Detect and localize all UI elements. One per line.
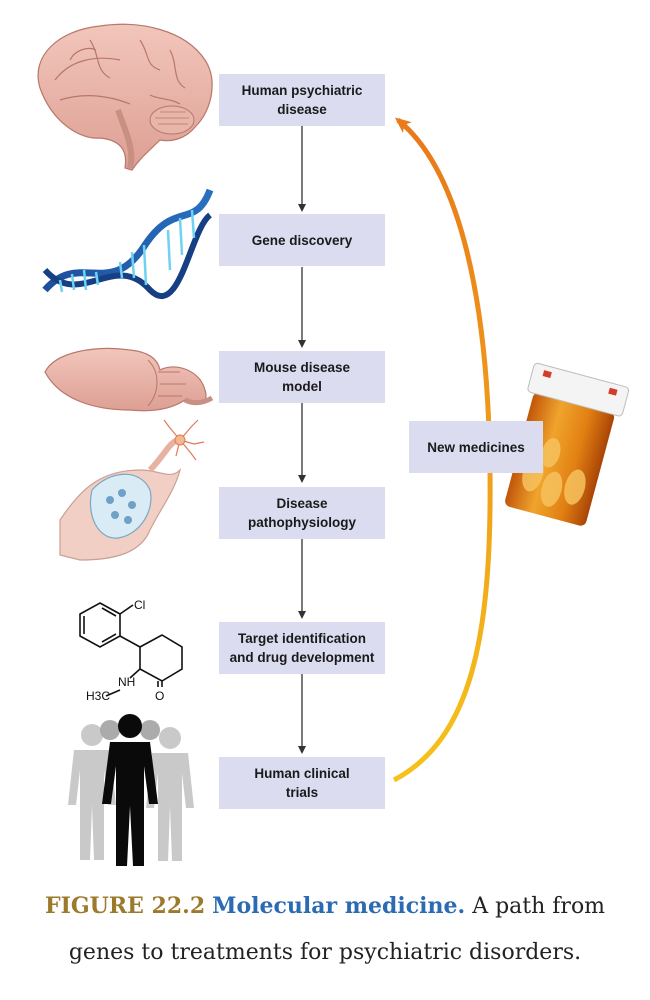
step-target-identification: Target identification and drug developme… — [219, 622, 385, 674]
new-medicines-box: New medicines — [409, 421, 543, 473]
figure-caption-line1: FIGURE 22.2 Molecular medicine. A path f… — [0, 893, 650, 919]
step-disease-pathophysiology: Disease pathophysiology — [219, 487, 385, 539]
molecule-icon — [79, 602, 183, 697]
figure-caption-line2: genes to treatments for psychiatric diso… — [68, 940, 582, 965]
molecule-label-h3c: H3C — [86, 689, 110, 703]
mouse-brain-icon — [44, 347, 214, 412]
molecule-label-o: O — [155, 689, 164, 703]
molecule-label-cl: Cl — [134, 598, 145, 612]
dna-icon — [42, 188, 214, 299]
step-gene-discovery: Gene discovery — [219, 214, 385, 266]
molecule-label-nh: NH — [118, 675, 135, 689]
human-silhouettes-icon — [68, 714, 194, 866]
brain-icon — [37, 23, 213, 171]
figure-title: Molecular medicine. — [212, 893, 466, 919]
step-human-psychiatric-disease: Human psychiatric disease — [219, 74, 385, 126]
step-mouse-disease-model: Mouse disease model — [219, 351, 385, 403]
step-human-clinical-trials: Human clinical trials — [219, 757, 385, 809]
figure-number: FIGURE 22.2 — [44, 893, 206, 919]
synapse-icon — [59, 419, 205, 561]
caption-text-line1: A path from — [465, 894, 606, 919]
